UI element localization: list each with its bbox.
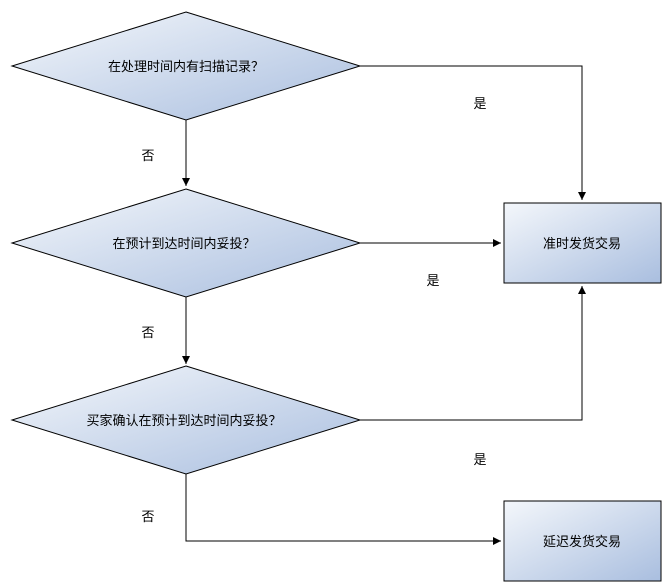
decision-2: 在预计到达时间内妥投？ [10, 188, 362, 298]
outcome-2: 延迟发货交易 [503, 500, 662, 582]
edge-d3-yes [360, 286, 586, 421]
edge-label-d2-yes: 是 [426, 274, 439, 289]
edge-d1-yes [360, 65, 586, 200]
decision-1-label: 在处理时间内有扫描记录？ [108, 59, 264, 75]
outcome-1: 准时发货交易 [503, 202, 662, 284]
outcome-1-box [503, 202, 662, 284]
edge-label-d3-yes: 是 [473, 453, 486, 468]
edge-d3-no [185, 474, 501, 545]
edge-label-d2-no: 否 [141, 326, 154, 341]
decision-2-shape [10, 188, 362, 298]
edges [182, 65, 586, 545]
decision-3-shape [10, 365, 362, 475]
decision-1-shape [10, 11, 362, 121]
edge-label-d3-no: 否 [141, 510, 154, 525]
decision-2-label: 在预计到达时间内妥投？ [112, 236, 255, 252]
edge-label-d1-yes: 是 [473, 97, 486, 112]
decision-3-label: 买家确认在预计到达时间内妥投？ [86, 413, 281, 429]
outcome-1-label: 准时发货交易 [543, 236, 621, 252]
decision-1: 在处理时间内有扫描记录？ [10, 11, 362, 121]
edge-labels: 是 否 是 否 是 否 [141, 97, 486, 525]
decision-3: 买家确认在预计到达时间内妥投？ [10, 365, 362, 475]
edge-label-d1-no: 否 [141, 149, 154, 164]
outcome-2-box [503, 500, 662, 582]
outcome-2-label: 延迟发货交易 [543, 534, 621, 550]
